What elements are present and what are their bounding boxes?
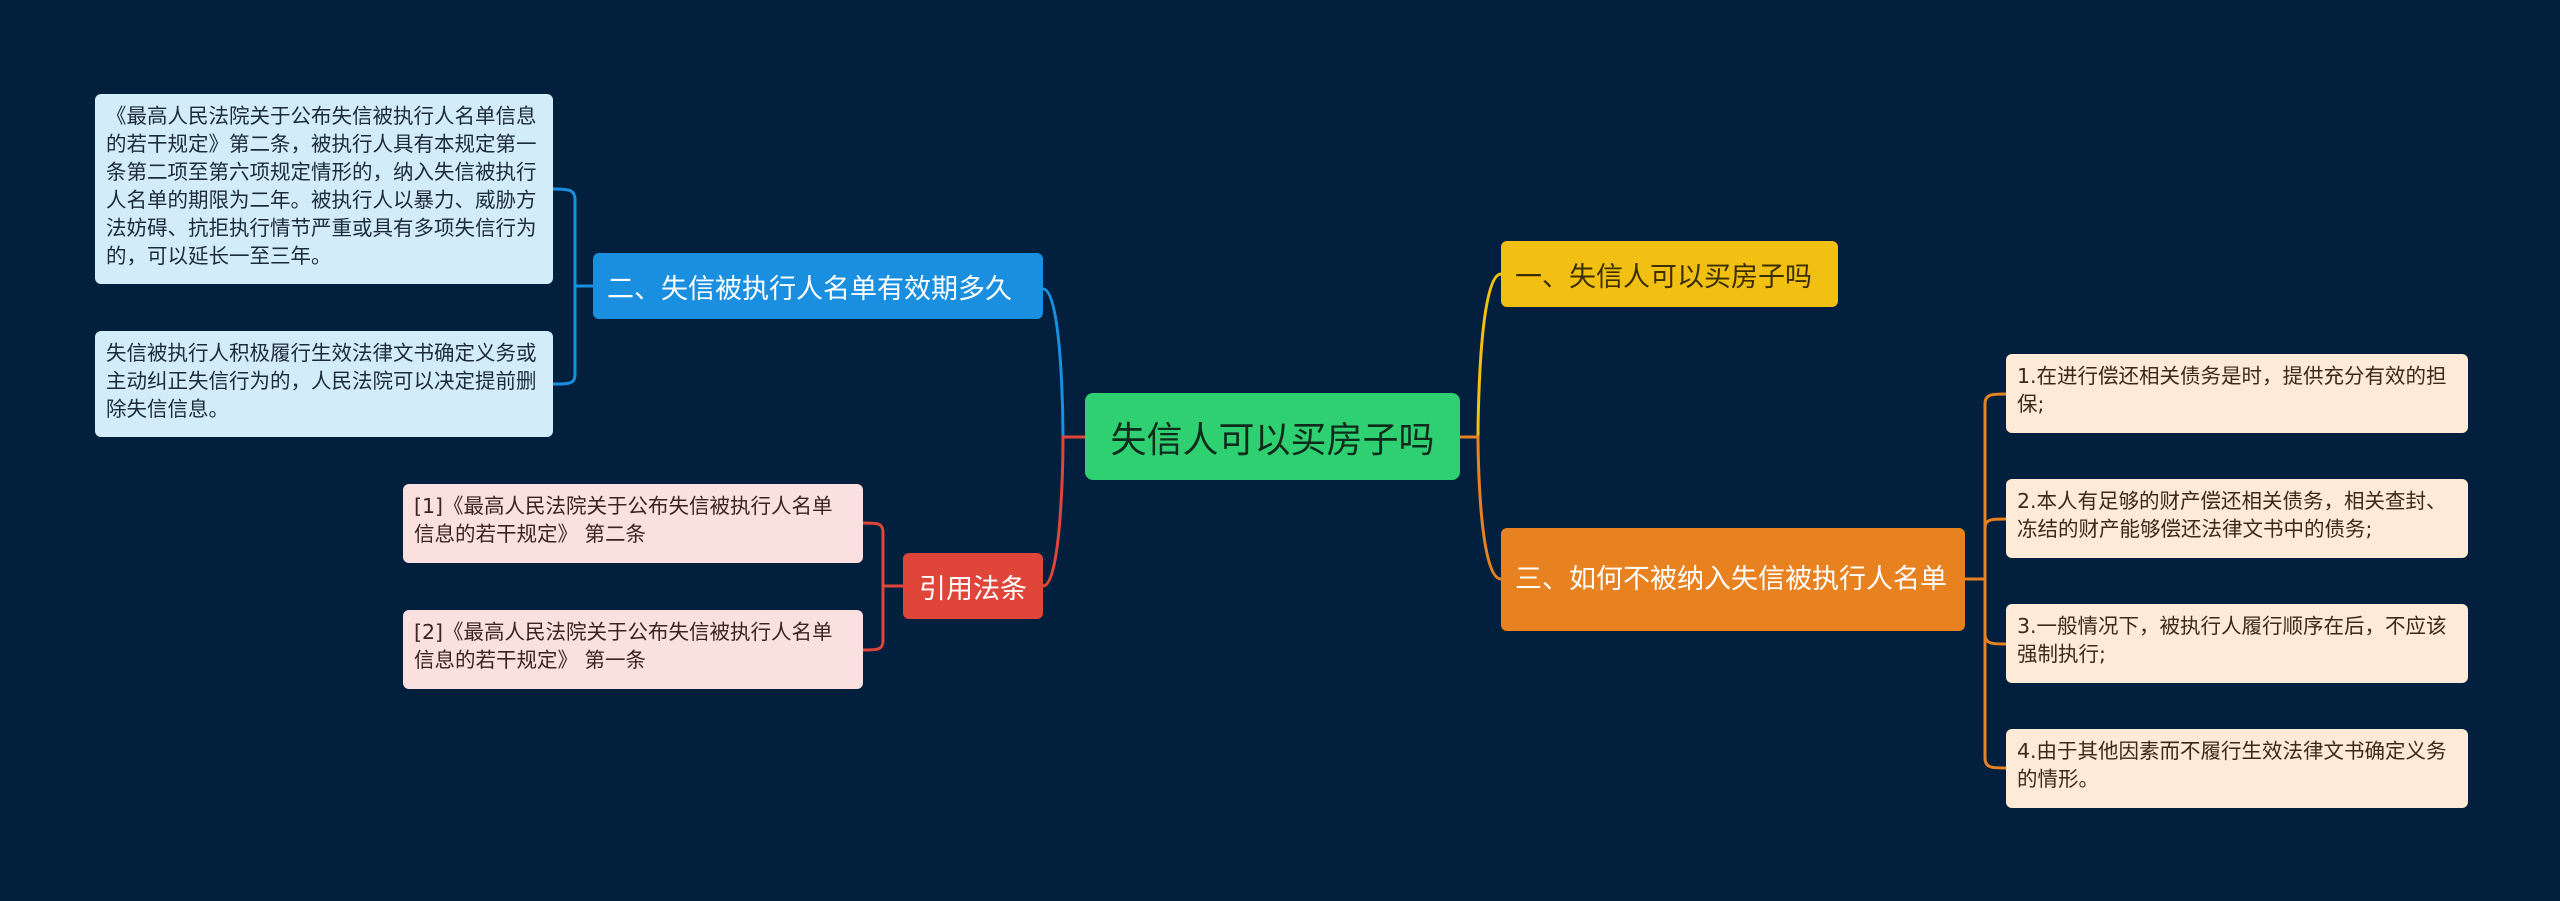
leaf-validity-early-removal[interactable]: 失信被执行人积极履行生效法律文书确定义务或主动纠正失信行为的，人民法院可以决定提… — [95, 331, 553, 437]
branch-one-label: 一、失信人可以买房子吗 — [1515, 261, 1812, 293]
connector-citations-leaf1 — [862, 521, 903, 588]
leaf-text: 1.在进行偿还相关债务是时，提供充分有效的担保; — [2017, 364, 2447, 416]
connector-root-validity — [1042, 287, 1085, 439]
connector-root-one — [1460, 272, 1502, 439]
leaf-avoid-2[interactable]: 2.本人有足够的财产偿还相关债务，相关查封、冻结的财产能够偿还法律文书中的债务; — [2006, 479, 2468, 558]
leaf-text: 《最高人民法院关于公布失信被执行人名单信息的若干规定》第二条，被执行人具有本规定… — [106, 104, 537, 268]
root-label: 失信人可以买房子吗 — [1110, 419, 1435, 461]
connector-three-leaf1 — [1965, 392, 2007, 581]
leaf-text: 4.由于其他因素而不履行生效法律文书确定义务的情形。 — [2017, 739, 2447, 791]
leaf-avoid-3[interactable]: 3.一般情况下，被执行人履行顺序在后，不应该强制执行; — [2006, 604, 2468, 683]
leaf-validity-article-2[interactable]: 《最高人民法院关于公布失信被执行人名单信息的若干规定》第二条，被执行人具有本规定… — [95, 94, 553, 284]
branch-can-buy-house[interactable]: 一、失信人可以买房子吗 — [1501, 241, 1838, 307]
leaf-avoid-1[interactable]: 1.在进行偿还相关债务是时，提供充分有效的担保; — [2006, 354, 2468, 433]
leaf-text: 2.本人有足够的财产偿还相关债务，相关查封、冻结的财产能够偿还法律文书中的债务; — [2017, 489, 2447, 541]
connector-three-leaf4 — [1965, 577, 2007, 770]
leaf-text: 3.一般情况下，被执行人履行顺序在后，不应该强制执行; — [2017, 614, 2447, 666]
branch-validity-label: 二、失信被执行人名单有效期多久 — [607, 273, 1012, 305]
leaf-text: 失信被执行人积极履行生效法律文书确定义务或主动纠正失信行为的，人民法院可以决定提… — [106, 341, 537, 421]
leaf-citation-1[interactable]: [1]《最高人民法院关于公布失信被执行人名单信息的若干规定》 第二条 — [403, 484, 863, 563]
root-node[interactable]: 失信人可以买房子吗 — [1085, 393, 1460, 480]
leaf-text: [2]《最高人民法院关于公布失信被执行人名单信息的若干规定》 第一条 — [414, 620, 833, 672]
connector-citations-leaf2 — [862, 584, 903, 652]
branch-three-label: 三、如何不被纳入失信被执行人名单 — [1515, 563, 1947, 595]
branch-how-to-avoid-list[interactable]: 三、如何不被纳入失信被执行人名单 — [1501, 528, 1965, 631]
connector-three-leaf2 — [1965, 517, 2007, 581]
leaf-citation-2[interactable]: [2]《最高人民法院关于公布失信被执行人名单信息的若干规定》 第一条 — [403, 610, 863, 689]
connector-root-three — [1460, 435, 1502, 581]
branch-validity-duration[interactable]: 二、失信被执行人名单有效期多久 — [593, 253, 1043, 319]
connector-validity-leaf1 — [552, 187, 593, 288]
connector-validity-leaf2 — [552, 284, 593, 386]
branch-cited-laws[interactable]: 引用法条 — [903, 553, 1043, 619]
leaf-avoid-4[interactable]: 4.由于其他因素而不履行生效法律文书确定义务的情形。 — [2006, 729, 2468, 808]
connector-root-citations — [1042, 435, 1085, 588]
branch-citations-label: 引用法条 — [919, 573, 1027, 605]
leaf-text: [1]《最高人民法院关于公布失信被执行人名单信息的若干规定》 第二条 — [414, 494, 833, 546]
